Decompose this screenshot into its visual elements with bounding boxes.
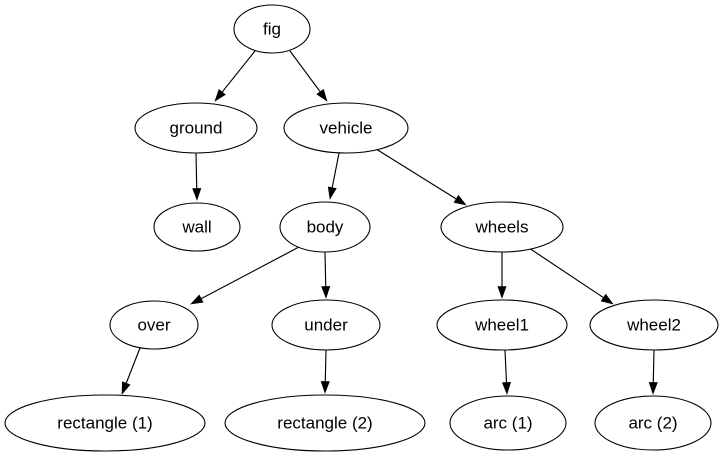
edge-arrowhead [316, 88, 328, 102]
node-label-vehicle: vehicle [320, 118, 373, 137]
node-wheel2[interactable]: wheel2 [589, 299, 719, 351]
node-shape-wall[interactable] [153, 202, 241, 252]
node-over[interactable]: over [109, 300, 199, 350]
node-arc2[interactable]: arc (2) [594, 395, 712, 451]
node-shape-wheels[interactable] [440, 201, 564, 253]
edge-wheels-to-wheel1 [497, 252, 507, 299]
node-rectangle2[interactable]: rectangle (2) [224, 394, 426, 452]
edge-line [199, 246, 300, 300]
node-arc1[interactable]: arc (1) [449, 395, 567, 451]
edge-fig-to-vehicle [289, 50, 328, 102]
edge-wheel1-to-arc1 [501, 349, 511, 395]
node-ground[interactable]: ground [134, 102, 258, 154]
edge-arrowhead [214, 88, 226, 102]
node-shape-fig[interactable] [233, 4, 311, 54]
node-shape-wheel2[interactable] [589, 299, 719, 351]
edge-arrowhead [327, 186, 337, 200]
edge-arrowhead [497, 286, 507, 299]
node-shape-over[interactable] [109, 300, 199, 350]
node-label-ground: ground [170, 118, 223, 137]
edge-over-to-rectangle1 [121, 347, 141, 395]
node-label-wheel1: wheel1 [474, 315, 529, 334]
node-label-wheel2: wheel2 [626, 315, 681, 334]
edge-arrowhead [190, 294, 204, 305]
edge-line [125, 347, 141, 385]
edge-wheel2-to-arc2 [648, 349, 658, 395]
node-shape-rectangle2[interactable] [224, 394, 426, 452]
nodes-layer: fig ground vehicle wall body wheels over under w… [4, 4, 719, 452]
node-under[interactable]: under [271, 299, 381, 351]
edge-line [324, 349, 327, 384]
node-label-under: under [304, 315, 348, 334]
edge-arrowhead [321, 286, 331, 299]
edge-line [375, 148, 458, 201]
edge-vehicle-to-wheels [375, 148, 467, 206]
node-shape-body[interactable] [279, 201, 371, 253]
edge-body-to-under [321, 251, 331, 299]
node-shape-ground[interactable] [134, 102, 258, 154]
edge-line [289, 50, 322, 94]
edges-layer [121, 50, 658, 395]
node-label-body: body [307, 217, 344, 236]
node-wheels[interactable]: wheels [440, 201, 564, 253]
node-shape-rectangle1[interactable] [4, 394, 206, 452]
node-label-wall: wall [181, 217, 211, 236]
node-fig[interactable]: fig [233, 4, 311, 54]
edge-line [324, 251, 327, 289]
node-wheel1[interactable]: wheel1 [436, 299, 568, 351]
node-label-wheels: wheels [475, 217, 529, 236]
node-wall[interactable]: wall [153, 202, 241, 252]
node-shape-arc2[interactable] [594, 395, 712, 451]
edge-line [528, 247, 605, 299]
node-label-over: over [137, 315, 170, 334]
node-body[interactable]: body [279, 201, 371, 253]
node-label-arc2: arc (2) [628, 413, 677, 432]
node-shape-wheel1[interactable] [436, 299, 568, 351]
node-shape-arc1[interactable] [449, 395, 567, 451]
edge-line [504, 349, 508, 385]
node-label-rectangle1: rectangle (1) [57, 413, 152, 432]
edge-arrowhead [121, 381, 131, 395]
edge-arrowhead [453, 194, 467, 206]
edge-arrowhead [648, 382, 658, 395]
edge-line [652, 349, 655, 385]
edge-under-to-rectangle2 [320, 349, 330, 394]
edge-wheels-to-wheel2 [528, 247, 614, 305]
node-label-rectangle2: rectangle (2) [277, 413, 372, 432]
edge-body-to-over [190, 246, 300, 305]
node-vehicle[interactable]: vehicle [283, 102, 409, 154]
edge-arrowhead [501, 382, 511, 395]
edge-vehicle-to-body [327, 152, 340, 200]
edge-line [331, 152, 340, 190]
edge-line [220, 50, 256, 94]
node-shape-under[interactable] [271, 299, 381, 351]
edge-arrowhead [320, 381, 330, 394]
edge-arrowhead [600, 293, 614, 305]
node-rectangle1[interactable]: rectangle (1) [4, 394, 206, 452]
edge-fig-to-ground [214, 50, 256, 102]
node-label-fig: fig [263, 19, 281, 38]
edge-line [195, 152, 198, 191]
edge-ground-to-wall [192, 152, 202, 201]
node-shape-vehicle[interactable] [283, 102, 409, 154]
edge-arrowhead [192, 188, 202, 201]
node-label-arc1: arc (1) [483, 413, 532, 432]
